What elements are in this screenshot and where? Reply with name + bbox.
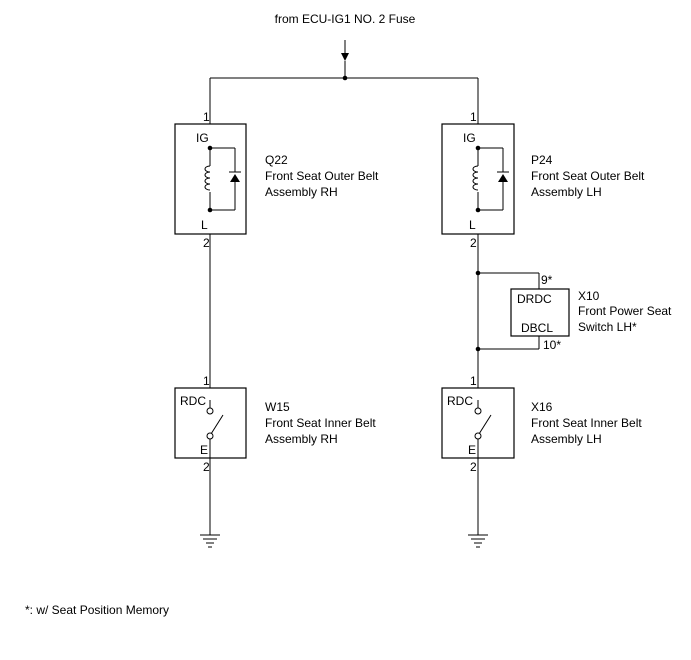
q22-name-line1: Front Seat Outer Belt <box>265 169 379 183</box>
x10-terminal-drdc: DRDC <box>517 292 552 306</box>
x16-inner-belt-lh: 1 2 RDC E X16 Front Seat Inner Belt Asse… <box>441 374 642 474</box>
x16-code: X16 <box>531 400 553 414</box>
x16-terminal-rdc: RDC <box>447 394 473 408</box>
w15-name-line1: Front Seat Inner Belt <box>265 416 376 430</box>
w15-switch-icon <box>206 400 224 458</box>
power-bus <box>209 61 479 124</box>
x16-pin-1: 1 <box>470 374 477 388</box>
q22-pin-2: 2 <box>203 236 210 250</box>
p24-pin-2: 2 <box>470 236 477 250</box>
q22-outer-belt-rh: 1 2 IG L Q22 Front Seat Outer Belt Assem… <box>174 110 379 250</box>
p24-code: P24 <box>531 153 553 167</box>
x10-pin-10: 10* <box>543 338 561 352</box>
x10-terminal-dbcl: DBCL <box>521 321 553 335</box>
ground-right-icon <box>468 534 488 548</box>
down-arrow-icon <box>341 40 349 61</box>
x10-name-line1: Front Power Seat <box>578 304 672 318</box>
x16-switch-icon <box>474 400 492 458</box>
x16-pin-2: 2 <box>470 460 477 474</box>
x10-pin-9: 9* <box>541 273 553 287</box>
q22-terminal-l: L <box>201 218 208 232</box>
w15-terminal-e: E <box>200 443 208 457</box>
q22-pin-1: 1 <box>203 110 210 124</box>
p24-relay-coil-icon <box>472 145 509 213</box>
w15-pin-2: 2 <box>203 460 210 474</box>
footnote: *: w/ Seat Position Memory <box>25 603 169 617</box>
x16-name-line2: Assembly LH <box>531 432 602 446</box>
w15-pin-1: 1 <box>203 374 210 388</box>
x16-name-line1: Front Seat Inner Belt <box>531 416 642 430</box>
p24-outer-belt-lh: 1 2 IG L P24 Front Seat Outer Belt Assem… <box>441 110 645 250</box>
p24-pin-1: 1 <box>470 110 477 124</box>
source-label: from ECU-IG1 NO. 2 Fuse <box>275 12 416 26</box>
w15-name-line2: Assembly RH <box>265 432 338 446</box>
x10-power-seat-switch: 9* 10* DRDC DBCL X10 Front Power Seat Sw… <box>510 273 672 352</box>
x10-code: X10 <box>578 289 600 303</box>
p24-terminal-ig: IG <box>463 131 476 145</box>
q22-relay-coil-icon <box>204 145 241 213</box>
w15-code: W15 <box>265 400 290 414</box>
ground-left-icon <box>200 534 220 548</box>
w15-terminal-rdc: RDC <box>180 394 206 408</box>
q22-code: Q22 <box>265 153 288 167</box>
p24-name-line2: Assembly LH <box>531 185 602 199</box>
q22-terminal-ig: IG <box>196 131 209 145</box>
x10-name-line2: Switch LH* <box>578 320 637 334</box>
q22-name-line2: Assembly RH <box>265 185 338 199</box>
p24-name-line1: Front Seat Outer Belt <box>531 169 645 183</box>
w15-inner-belt-rh: 1 2 RDC E W15 Front Seat Inner Belt Asse… <box>174 374 376 474</box>
x16-terminal-e: E <box>468 443 476 457</box>
right-wires <box>475 234 540 535</box>
p24-terminal-l: L <box>469 218 476 232</box>
